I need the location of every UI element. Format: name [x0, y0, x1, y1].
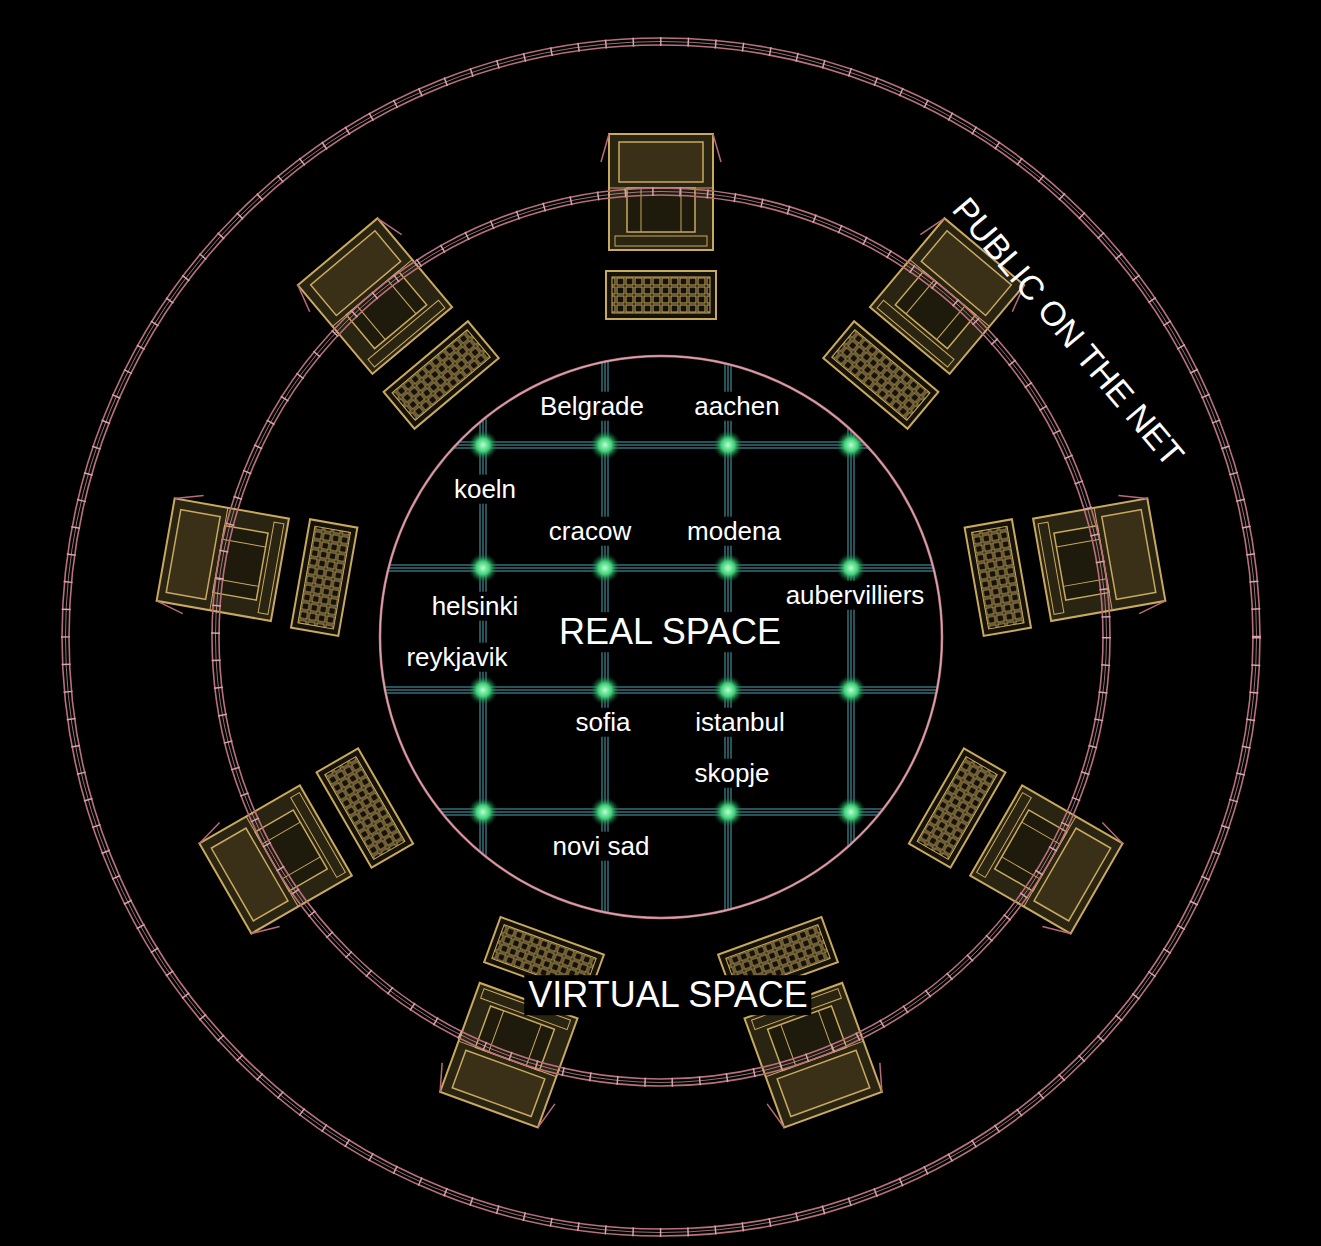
- city-node-dot: [468, 553, 498, 583]
- city-node-dot: [468, 430, 498, 460]
- city-label: helsinki: [429, 592, 522, 621]
- virtual-space-ring: VIRTUAL SPACE REAL SPACE: [211, 187, 1111, 1087]
- city-label: koeln: [451, 475, 519, 504]
- region-title: PUBLIC ON THE NET: [945, 191, 1191, 474]
- monitor-icon: [195, 779, 355, 941]
- city-label: aachen: [691, 392, 782, 421]
- city-node-dot: [713, 553, 743, 583]
- city-node-dot: [468, 675, 498, 705]
- city-label: novi sad: [550, 832, 653, 861]
- city-node-dot: [590, 797, 620, 827]
- real-space-circle: REAL SPACE: [378, 354, 944, 920]
- city-label: istanbul: [692, 708, 788, 737]
- city-node-dot: [713, 430, 743, 460]
- city-label: cracow: [546, 517, 634, 546]
- city-node-dot: [590, 675, 620, 705]
- region-title: VIRTUAL SPACE: [524, 975, 811, 1015]
- city-label: skopje: [691, 759, 772, 788]
- computer-terminal: [433, 915, 609, 1130]
- city-node-dot: [836, 553, 866, 583]
- city-node-dot: [836, 430, 866, 460]
- keyboard-icon: [291, 519, 357, 636]
- city-label: reykjavik: [403, 643, 510, 672]
- computer-terminal: [292, 213, 503, 432]
- city-node-dot: [468, 797, 498, 827]
- keyboard-icon: [317, 748, 414, 867]
- city-label: sofia: [573, 708, 634, 737]
- city-node-dot: [836, 675, 866, 705]
- keyboard-icon: [384, 321, 499, 428]
- computer-terminal: [713, 915, 889, 1130]
- computer-terminal: [601, 134, 721, 319]
- city-label: Belgrade: [537, 392, 647, 421]
- keyboard-icon: [965, 519, 1031, 636]
- city-label: modena: [684, 517, 784, 546]
- city-node-dot: [713, 675, 743, 705]
- city-node-dot: [590, 553, 620, 583]
- region-title: REAL SPACE: [555, 612, 785, 652]
- city-label: aubervilliers: [783, 581, 928, 610]
- keyboard-icon: [823, 321, 938, 428]
- computer-terminal: [155, 491, 358, 641]
- city-node-dot: [713, 797, 743, 827]
- net-public-ring: PUBLIC ON THE NET VIRTUAL SPACE REAL SPACE: [61, 37, 1261, 1237]
- keyboard-icon: [606, 271, 716, 319]
- computer-terminal: [964, 491, 1167, 641]
- keyboard-icon: [909, 748, 1006, 867]
- city-node-dot: [836, 797, 866, 827]
- city-node-dot: [590, 430, 620, 460]
